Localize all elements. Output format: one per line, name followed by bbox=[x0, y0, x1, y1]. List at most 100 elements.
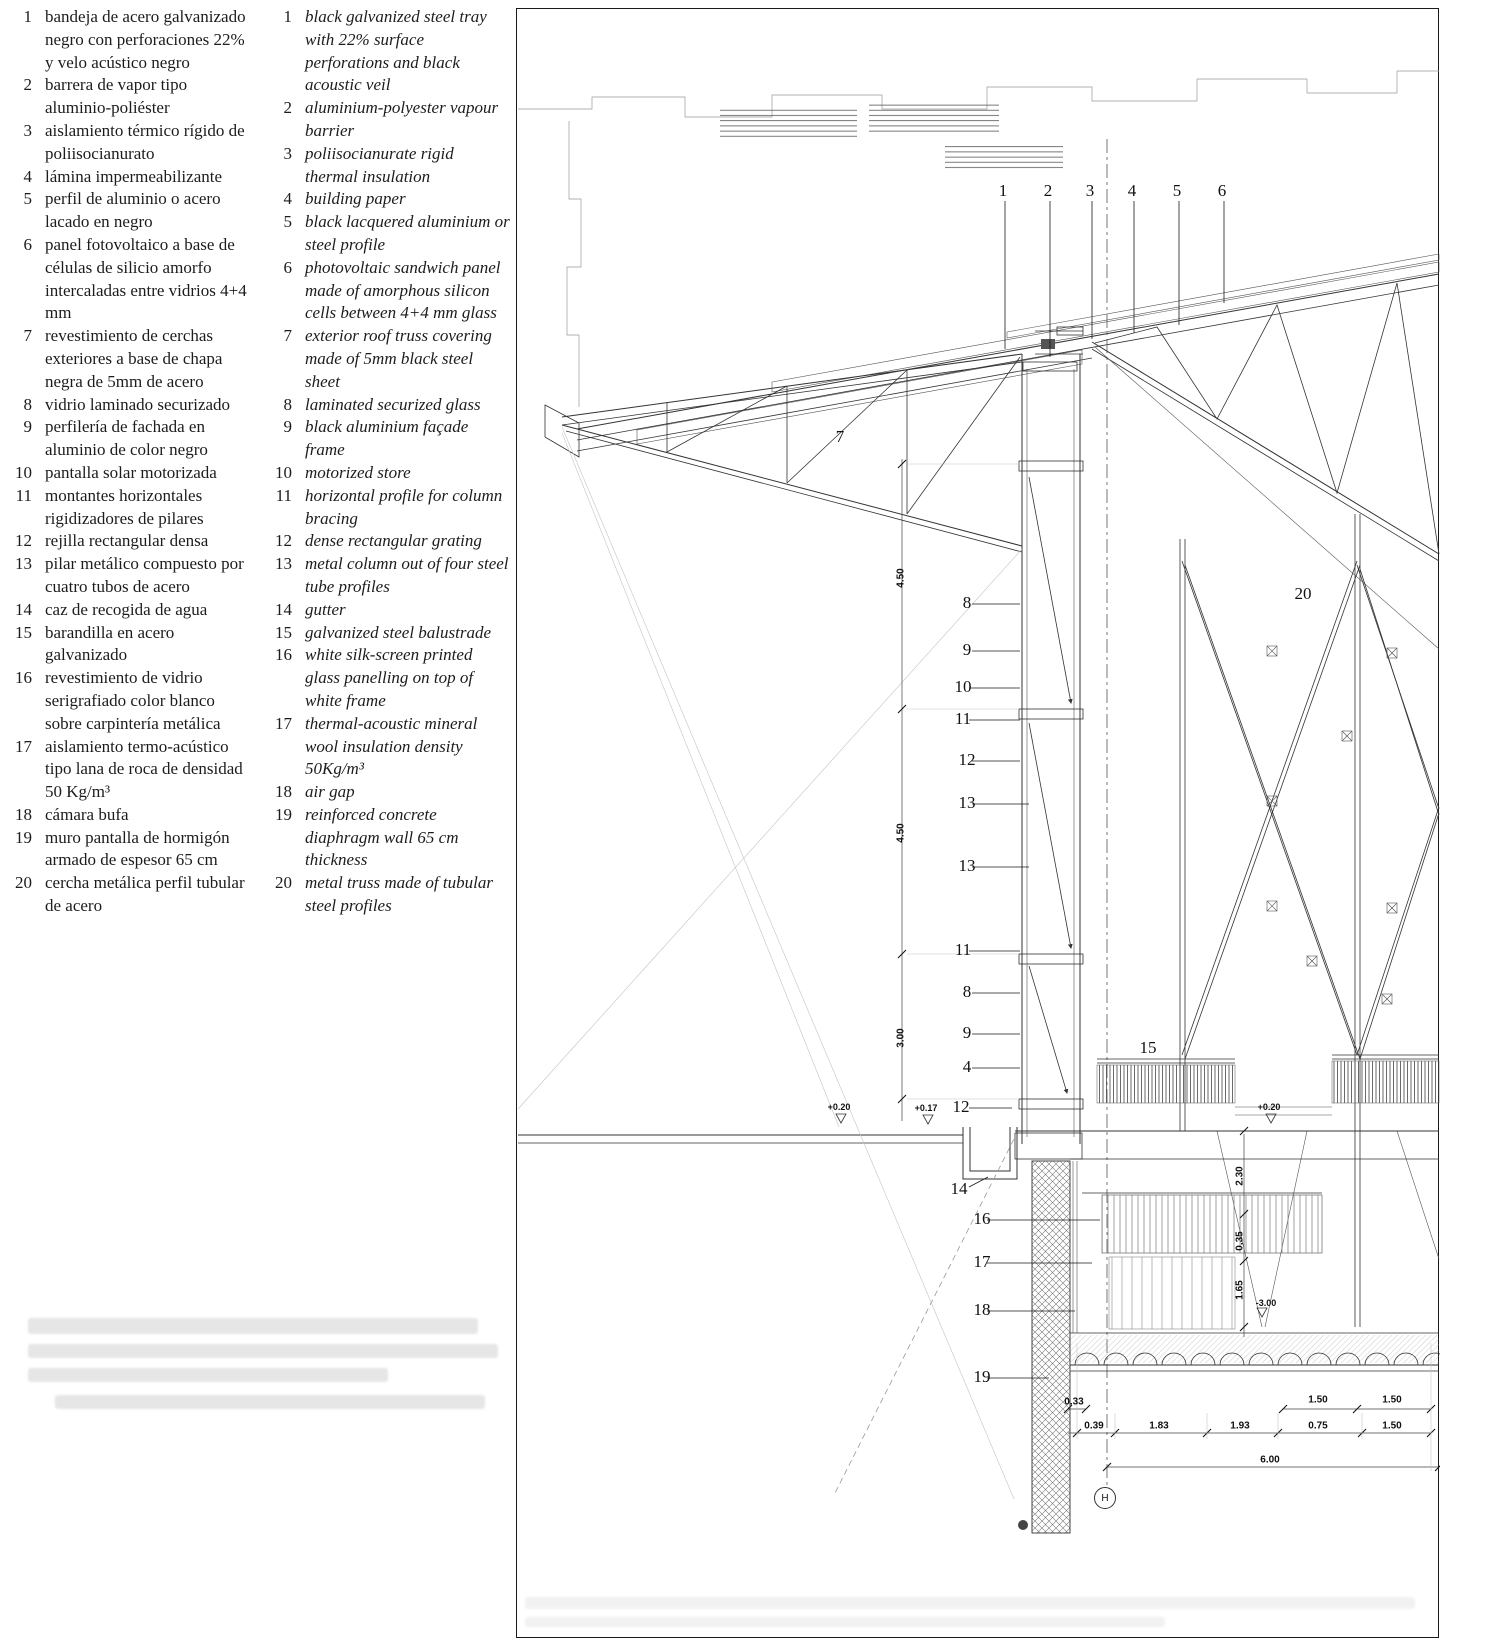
truss-node bbox=[1306, 955, 1318, 967]
truss-node bbox=[1386, 647, 1398, 659]
callout-label: 8 bbox=[962, 982, 972, 1001]
legend-item-text: lámina impermeabilizante bbox=[45, 166, 223, 186]
callout-label: 11 bbox=[954, 709, 972, 728]
faded-print-artifact bbox=[28, 1368, 388, 1382]
legend-item-number: 9 bbox=[23, 417, 33, 437]
legend-item-number: 6 bbox=[23, 234, 33, 254]
legend-item-number: 20 bbox=[15, 873, 32, 893]
legend-item-number: 12 bbox=[15, 531, 32, 551]
legend-item-text: vidrio laminado securizado bbox=[45, 394, 231, 414]
callout-label: 17 bbox=[973, 1252, 991, 1271]
level-label: +0.17 bbox=[914, 1103, 938, 1113]
truss-node bbox=[1386, 902, 1398, 914]
legend-item-number: 8 bbox=[283, 394, 293, 414]
callout-label: 13 bbox=[958, 793, 976, 812]
legend-item-text: metal column out of four steel tube prof… bbox=[305, 554, 509, 596]
dimension-label: 1.65 bbox=[1234, 1280, 1246, 1300]
legend-item-number: 4 bbox=[23, 166, 33, 186]
callout-label: 13 bbox=[958, 856, 976, 875]
legend-item-number: 14 bbox=[15, 599, 32, 619]
legend-item-number: 13 bbox=[15, 554, 32, 574]
legend-item-number: 1 bbox=[283, 7, 293, 26]
callout-label: 9 bbox=[962, 640, 972, 659]
dimension-label: 4.50 bbox=[895, 568, 907, 588]
legend-item: 10 pantalla solar motorizada bbox=[8, 462, 260, 485]
callout-label: 11 bbox=[954, 940, 972, 959]
legend-item-text: photovoltaic sandwich panel made of amor… bbox=[305, 257, 501, 323]
dimension-label: 0.33 bbox=[1064, 1396, 1084, 1408]
legend-item-text: gutter bbox=[305, 599, 346, 619]
legend-item: 8 laminated securized glass bbox=[268, 394, 510, 417]
legend-item-text: white silk-screen printed glass panellin… bbox=[305, 645, 474, 710]
callout-label: 16 bbox=[973, 1209, 991, 1228]
dimension-lines bbox=[835, 459, 1440, 1472]
legend-item: 9 perfilería de fachada en aluminio de co… bbox=[8, 416, 260, 462]
faded-print-artifact bbox=[28, 1318, 478, 1334]
truss-node bbox=[1381, 993, 1393, 1005]
legend-item-number: 7 bbox=[23, 326, 33, 346]
callout-label: 10 bbox=[954, 677, 972, 696]
level-label: +0.20 bbox=[827, 1102, 851, 1112]
callout-label: 14 bbox=[950, 1179, 968, 1198]
legend-item-text: perfilería de fachada en aluminio de col… bbox=[45, 417, 208, 460]
legend-item-text: barandilla en acero galvanizado bbox=[45, 622, 175, 665]
legend-item: 16 white silk-screen printed glass panell… bbox=[268, 644, 510, 712]
main-roof-truss bbox=[1091, 282, 1440, 1328]
legend-item-text: aluminium-polyester vapour barrier bbox=[305, 98, 499, 140]
legend-item-number: 10 bbox=[15, 462, 32, 482]
truss-node bbox=[1266, 900, 1278, 912]
legend-item-text: cercha metálica perfil tubular de acero bbox=[45, 873, 245, 916]
legend-item-text: barrera de vapor tipo aluminio-poliéster bbox=[45, 75, 188, 118]
dimension-label: 1.50 bbox=[1382, 1420, 1402, 1432]
legend-item-number: 5 bbox=[283, 212, 293, 232]
callout-label: 18 bbox=[973, 1300, 991, 1319]
lower-level-panels bbox=[1082, 1192, 1323, 1330]
callout-label: 19 bbox=[973, 1367, 991, 1386]
dimension-label: 1.50 bbox=[1308, 1394, 1328, 1406]
legend-item-number: 15 bbox=[275, 622, 292, 642]
legend-item-number: 1 bbox=[23, 7, 33, 26]
truss-node bbox=[1266, 645, 1278, 657]
legend-item-text: dense rectangular grating bbox=[305, 531, 482, 551]
level-label: +0.20 bbox=[1257, 1102, 1281, 1112]
legend-item-text: pantalla solar motorizada bbox=[45, 462, 217, 482]
legend-item-text: perfil de aluminio o acero lacado en neg… bbox=[45, 189, 221, 232]
legend-item-number: 11 bbox=[275, 485, 292, 505]
legend-item-text: muro pantalla de hormigón armado de espe… bbox=[45, 827, 230, 870]
legend-item-number: 19 bbox=[275, 804, 292, 824]
legend-item-number: 20 bbox=[275, 873, 292, 893]
faded-print-artifact bbox=[55, 1395, 485, 1409]
callout-label: 12 bbox=[958, 750, 976, 769]
callout-label: 8 bbox=[962, 593, 972, 612]
legend-item-text: reinforced concrete diaphragm wall 65 cm… bbox=[305, 804, 459, 870]
legend-item-number: 11 bbox=[15, 485, 32, 505]
legend-item-number: 16 bbox=[275, 645, 292, 665]
legend-item-number: 3 bbox=[23, 120, 33, 140]
dimension-label: 1.50 bbox=[1382, 1394, 1402, 1406]
legend-item-text: laminated securized glass bbox=[305, 394, 481, 414]
callout-label: 9 bbox=[962, 1023, 972, 1042]
